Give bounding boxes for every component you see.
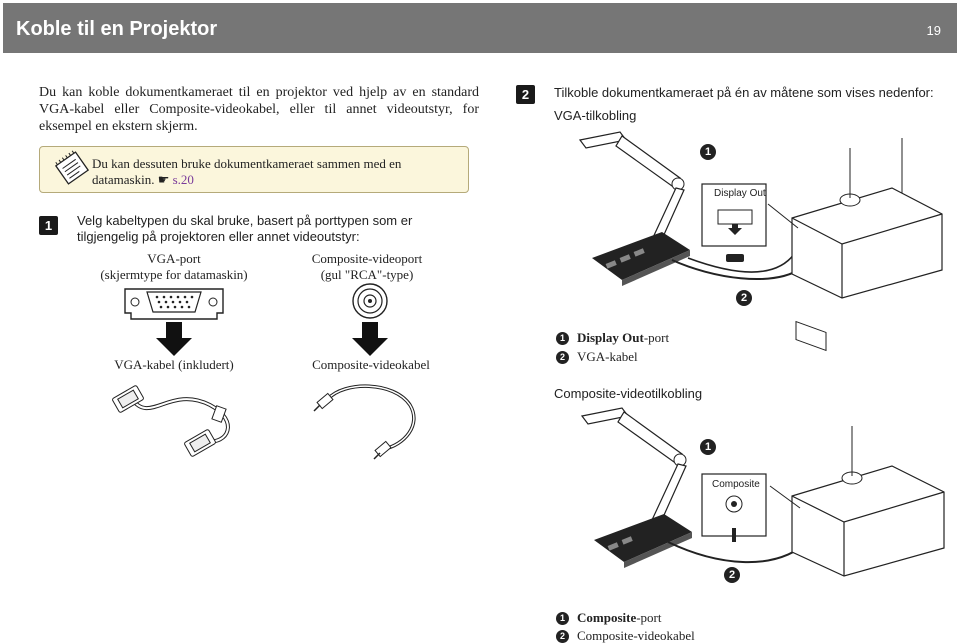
legend-number: 2	[556, 630, 569, 643]
composite-cable-label: Composite-videokabel	[312, 357, 430, 372]
callout-1-badge: 1	[700, 438, 724, 456]
vga-port-label: VGA-port (skjermtype for datamaskin)	[84, 251, 264, 283]
step-2-text: Tilkoble dokumentkameraet på én av måten…	[554, 85, 934, 100]
page-reference-link[interactable]: s.20	[172, 172, 194, 187]
step-1-badge: 1	[39, 216, 58, 235]
vga-legend-item-1: 1 Display Out-port	[556, 330, 669, 346]
composite-port-label: Composite-videoport (gul "RCA"-type)	[292, 251, 442, 283]
callout-2-number: 2	[736, 290, 752, 306]
composite-port-title: Composite-videoport	[311, 251, 423, 266]
legend-number: 1	[556, 332, 569, 345]
vga-legend-item-2: 2 VGA-kabel	[556, 349, 638, 365]
display-out-label: Display Out	[714, 188, 766, 199]
arrow-down-icon	[156, 322, 192, 356]
step-2-badge: 2	[516, 85, 535, 104]
note-text: Du kan dessuten bruke dokumentkameraet s…	[92, 156, 462, 188]
vga-connection-heading: VGA-tilkobling	[554, 108, 637, 123]
composite-connection-diagram	[580, 407, 945, 577]
page-header: Koble til en Projektor 19	[3, 3, 957, 53]
page-number: 19	[926, 23, 941, 38]
callout-1-number: 1	[700, 144, 716, 160]
legend-bold: Display Out	[577, 330, 644, 345]
vga-port-icon	[124, 288, 224, 320]
composite-port-subtitle: (gul "RCA"-type)	[320, 267, 414, 282]
legend-number: 1	[556, 612, 569, 625]
rca-port-icon	[352, 283, 388, 319]
vga-connection-diagram	[578, 131, 943, 352]
callout-2-badge: 2	[724, 566, 748, 584]
vga-cable-label: VGA-kabel (inkludert)	[114, 357, 234, 372]
callout-1-badge: 1	[700, 143, 724, 161]
legend-number: 2	[556, 351, 569, 364]
callout-2-badge: 2	[736, 289, 760, 307]
legend-rest: Composite-videokabel	[577, 628, 695, 643]
callout-2-number: 2	[724, 567, 740, 583]
composite-port-diagram-label: Composite	[712, 479, 760, 490]
arrow-down-icon	[352, 322, 388, 356]
note-icon	[54, 150, 90, 185]
composite-cable-image	[313, 384, 416, 460]
step-1-text: Velg kabeltypen du skal bruke, basert på…	[77, 213, 413, 244]
note-box: Du kan dessuten bruke dokumentkameraet s…	[39, 146, 469, 193]
legend-bold: Composite	[577, 610, 637, 625]
composite-legend-item-1: 1 Composite-port	[556, 610, 662, 626]
vga-port-subtitle: (skjermtype for datamaskin)	[100, 267, 248, 282]
page-title: Koble til en Projektor	[16, 18, 218, 40]
composite-legend-item-2: 2 Composite-videokabel	[556, 628, 695, 644]
note-body: Du kan dessuten bruke dokumentkameraet s…	[92, 156, 402, 187]
legend-rest: VGA-kabel	[577, 349, 638, 364]
intro-paragraph: Du kan koble dokumentkameraet til en pro…	[39, 85, 479, 134]
vga-port-title: VGA-port	[147, 251, 201, 266]
callout-1-number: 1	[700, 439, 716, 455]
pointer-hand-icon: ☛	[157, 172, 170, 187]
legend-rest: -port	[636, 610, 662, 625]
composite-connection-heading: Composite-videotilkobling	[554, 386, 703, 401]
vga-cable-image	[112, 385, 230, 457]
legend-rest: -port	[643, 330, 670, 345]
